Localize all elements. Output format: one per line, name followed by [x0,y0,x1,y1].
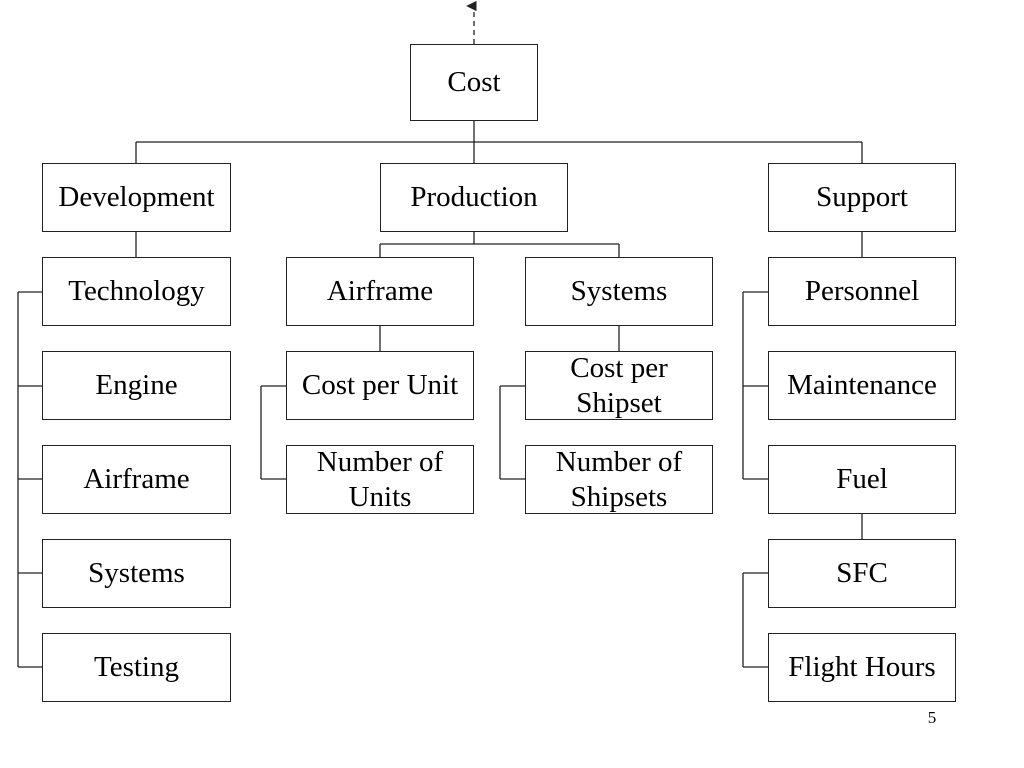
node-prod-airframe: Airframe [286,257,474,326]
node-maintenance: Maintenance [768,351,956,420]
node-number-of-shipsets: Number of Shipsets [525,445,713,514]
node-development: Development [42,163,231,232]
node-flight-hours: Flight Hours [768,633,956,702]
node-fuel: Fuel [768,445,956,514]
node-cost-per-shipset: Cost per Shipset [525,351,713,420]
node-prod-systems: Systems [525,257,713,326]
node-production: Production [380,163,568,232]
node-personnel: Personnel [768,257,956,326]
node-testing: Testing [42,633,231,702]
node-number-of-units: Number of Units [286,445,474,514]
node-technology: Technology [42,257,231,326]
node-cost-per-unit: Cost per Unit [286,351,474,420]
node-dev-airframe: Airframe [42,445,231,514]
node-engine: Engine [42,351,231,420]
node-support: Support [768,163,956,232]
node-dev-systems: Systems [42,539,231,608]
node-sfc: SFC [768,539,956,608]
page-number: 5 [927,708,937,727]
node-cost: Cost [410,44,538,121]
